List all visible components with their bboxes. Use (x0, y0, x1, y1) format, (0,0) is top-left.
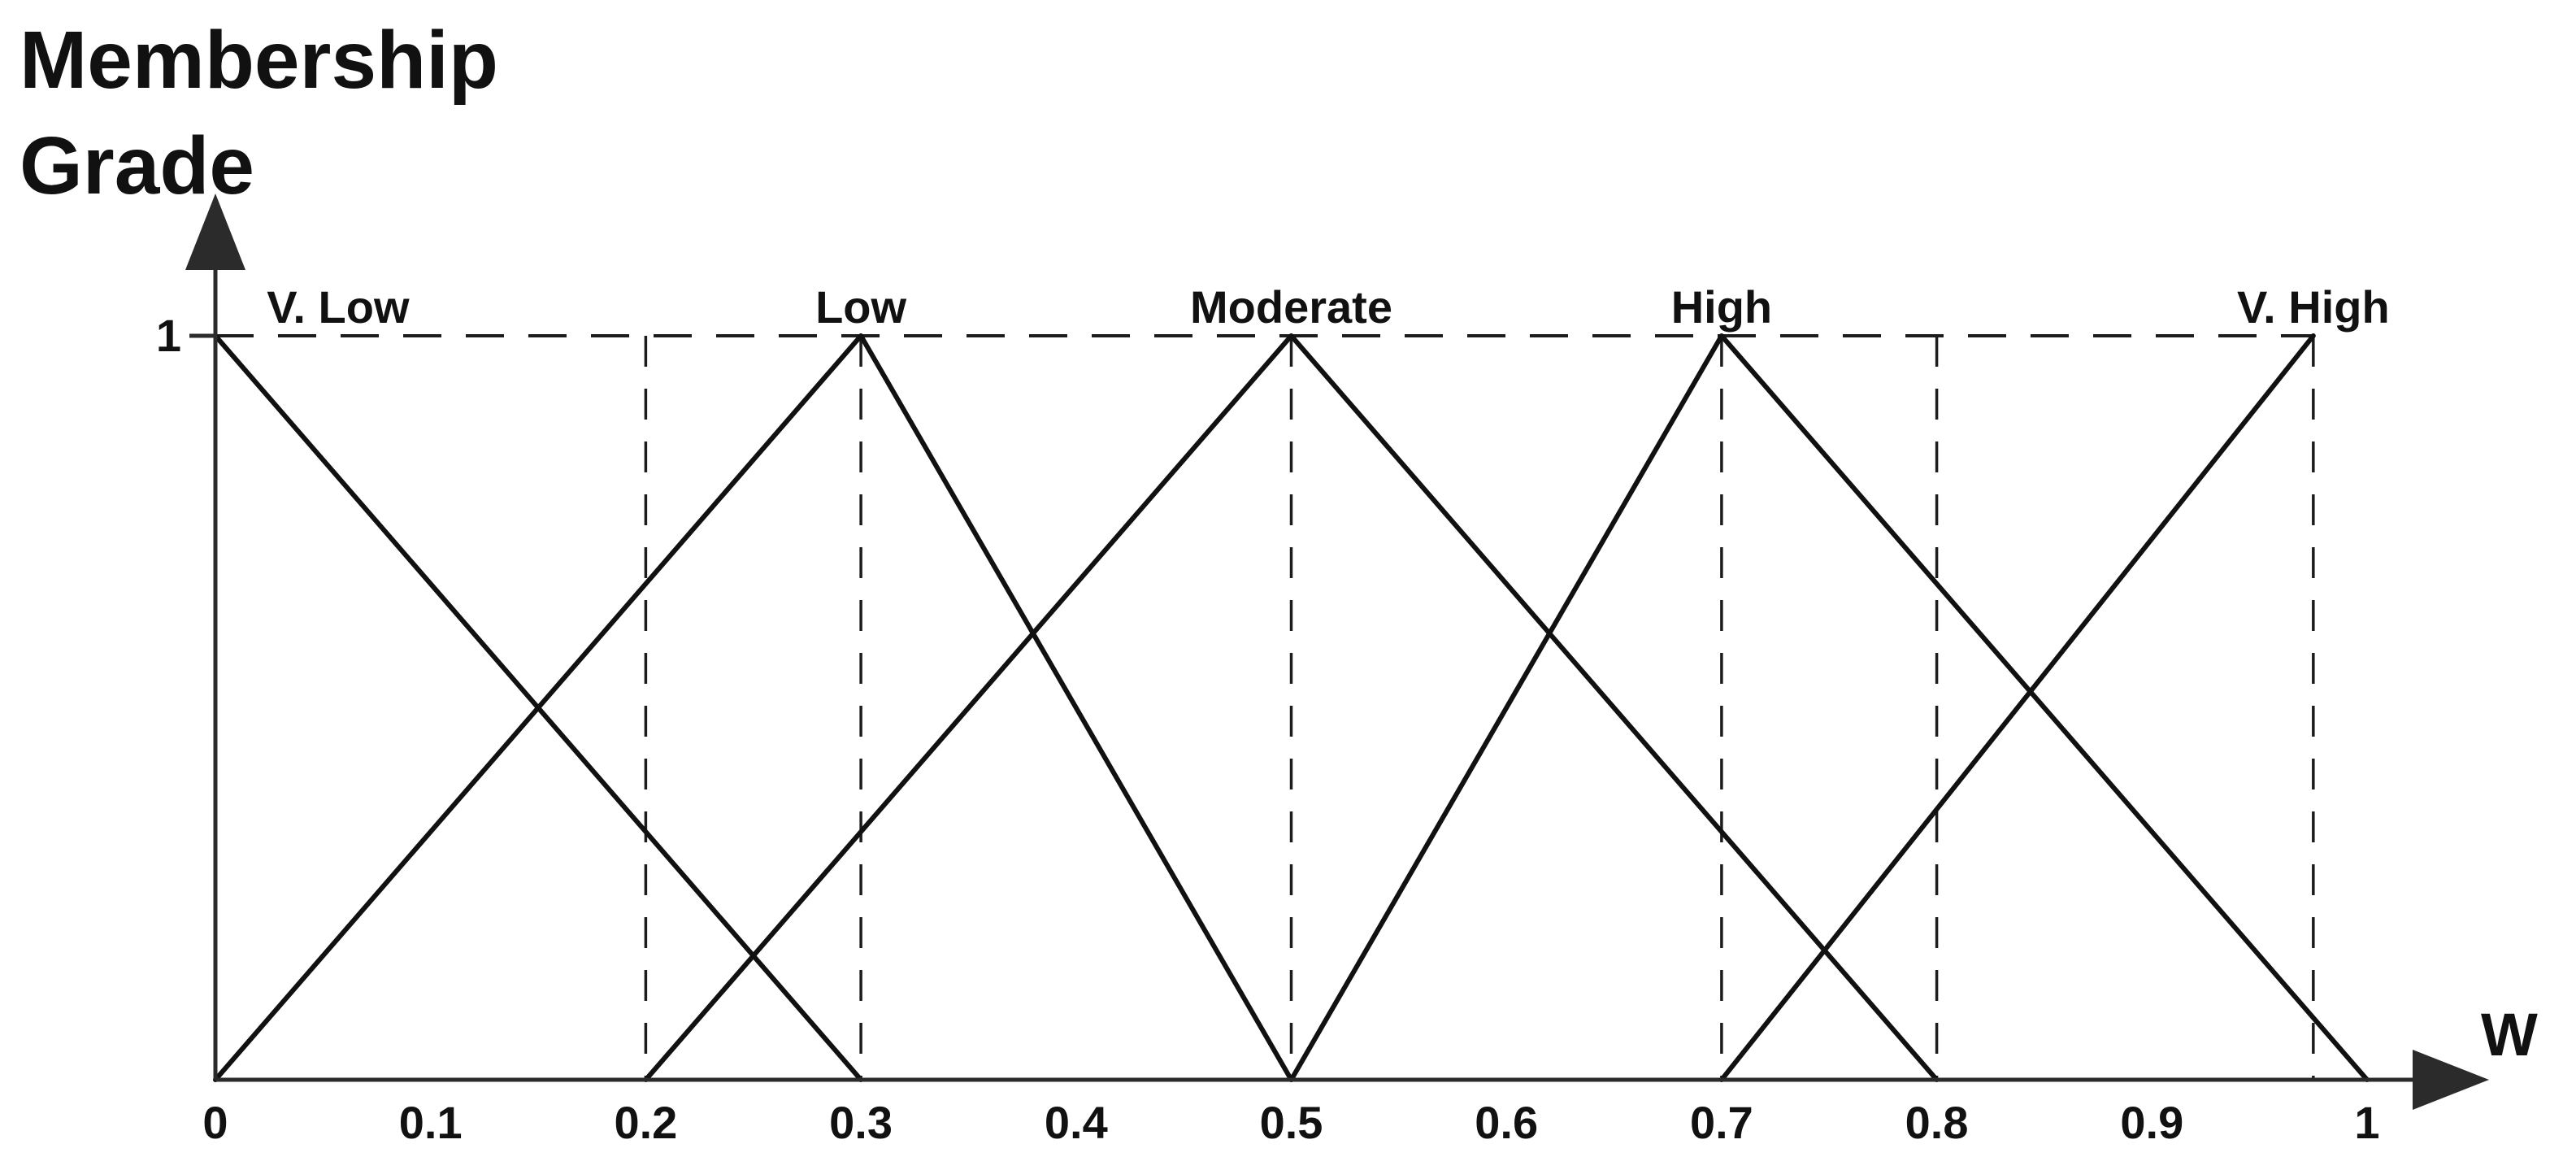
x-tick-label-0-7: 0.7 (1690, 1097, 1753, 1148)
series-label-v-high: V. High (2237, 281, 2390, 333)
series-line-v-high (1718, 333, 2316, 1082)
x-tick-label-0: 0 (202, 1097, 228, 1148)
x-tick-label-0-1: 0.1 (399, 1097, 463, 1148)
y-axis-title-line-2: Grade (20, 120, 254, 211)
series-label-moderate: Moderate (1190, 281, 1392, 333)
series-label-v-low: V. Low (267, 281, 410, 333)
series-label-low: Low (815, 281, 906, 333)
series-line-high (1288, 333, 2370, 1082)
x-tick-label-0-4: 0.4 (1045, 1097, 1108, 1148)
x-axis-title: W (2481, 1001, 2538, 1068)
series-line-low (213, 333, 1294, 1082)
x-tick-label-0-8: 0.8 (1905, 1097, 1969, 1148)
x-tick-label-0-6: 0.6 (1475, 1097, 1538, 1148)
series-label-high: High (1671, 281, 1772, 333)
x-tick-label-1: 1 (2354, 1097, 2379, 1148)
x-tick-label-0-9: 0.9 (2120, 1097, 2183, 1148)
y-axis-title-line-1: Membership (20, 15, 498, 106)
x-tick-label-0-2: 0.2 (614, 1097, 677, 1148)
y-tick-label-1: 1 (156, 310, 181, 361)
x-tick-label-0-3: 0.3 (829, 1097, 893, 1148)
x-axis-arrowhead-icon (2413, 1050, 2489, 1110)
y-axis-arrowhead-icon (185, 194, 245, 270)
series-line-moderate (643, 333, 1940, 1082)
x-tick-label-0-5: 0.5 (1260, 1097, 1323, 1148)
